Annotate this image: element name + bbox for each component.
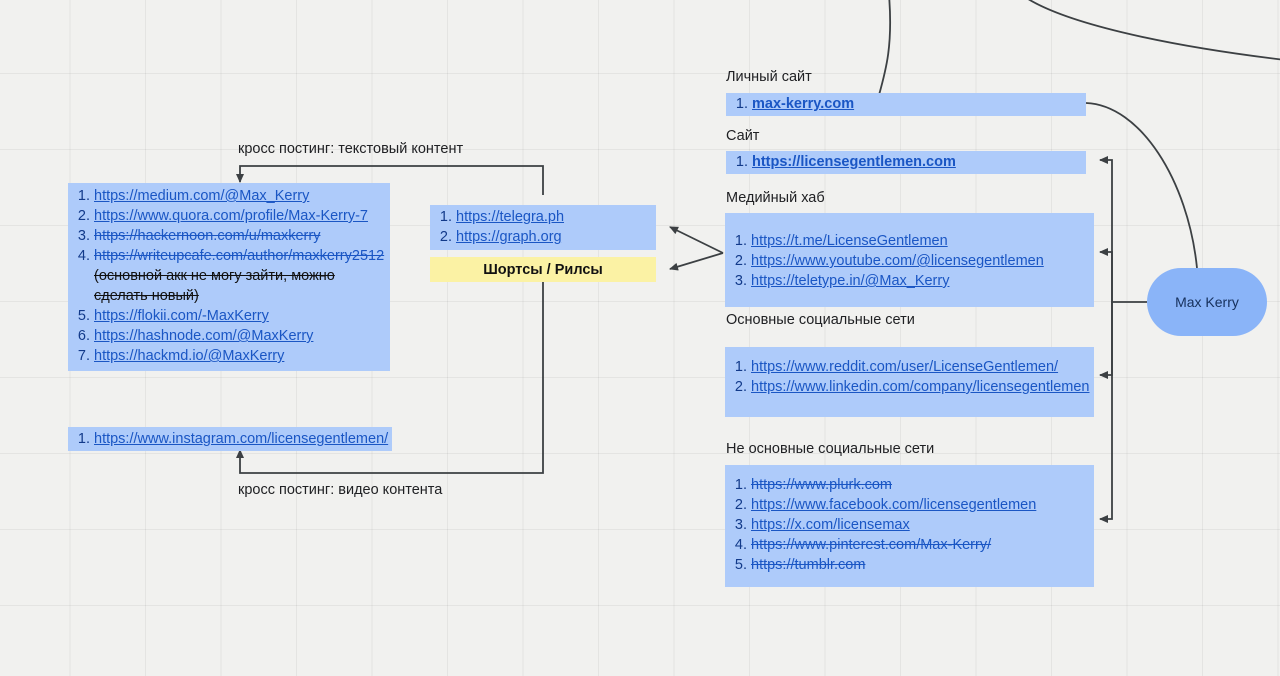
secondary-social-label: Не основные социальные сети	[726, 441, 935, 457]
personal-site-box[interactable]: max-kerry.com	[726, 93, 1086, 116]
list-item[interactable]: https://www.quora.com/profile/Max-Kerry-…	[94, 206, 390, 226]
list-item[interactable]: https://www.plurk.com	[751, 475, 1094, 495]
media-hub-list: https://t.me/LicenseGentlemen https://ww…	[725, 231, 1094, 291]
media-hub-label: Медийный хаб	[726, 190, 825, 206]
edge-mediahub-to-shorts	[669, 252, 724, 271]
edge-node-to-mediahub	[1099, 248, 1113, 302]
link-pinterest[interactable]: https://www.pinterest.com/Max-Kerry/	[751, 537, 992, 553]
link-quora[interactable]: https://www.quora.com/profile/Max-Kerry-…	[94, 208, 368, 224]
list-item[interactable]: https://tumblr.com	[751, 555, 1094, 575]
main-social-label: Основные социальные сети	[726, 312, 915, 328]
edge-personal-site-to-node	[1085, 102, 1198, 269]
list-item[interactable]: https://www.instagram.com/licensegentlem…	[94, 429, 392, 449]
site-box[interactable]: https://licensegentlemen.com	[726, 151, 1086, 174]
link-reddit[interactable]: https://www.reddit.com/user/LicenseGentl…	[751, 359, 1059, 375]
edge-top-left-curve	[878, 0, 892, 96]
instagram-box[interactable]: https://www.instagram.com/licensegentlem…	[68, 427, 392, 451]
shorts-reels-box[interactable]: Шортсы / Рилсы	[430, 257, 656, 282]
link-instagram[interactable]: https://www.instagram.com/licensegentlem…	[94, 431, 389, 447]
list-item[interactable]: https://x.com/licensemax	[751, 515, 1094, 535]
link-facebook[interactable]: https://www.facebook.com/licensegentleme…	[751, 497, 1037, 513]
link-medium[interactable]: https://medium.com/@Max_Kerry	[94, 188, 310, 204]
link-linkedin[interactable]: https://www.linkedin.com/company/license…	[751, 379, 1090, 395]
writeupcafe-note: (основной акк не могу зайти, можно сдела…	[94, 268, 335, 304]
media-hub-box[interactable]: https://t.me/LicenseGentlemen https://ww…	[725, 213, 1094, 307]
edge-node-to-main-social	[1099, 302, 1113, 379]
list-item[interactable]: https://hackernoon.com/u/maxkerry	[94, 226, 390, 246]
instagram-list: https://www.instagram.com/licensegentlem…	[68, 429, 392, 449]
link-plurk[interactable]: https://www.plurk.com	[751, 477, 893, 493]
site-label: Сайт	[726, 128, 760, 144]
list-item[interactable]: https://licensegentlemen.com	[752, 152, 1086, 172]
link-flokii[interactable]: https://flokii.com/-MaxKerry	[94, 308, 269, 324]
edge-top-right-curve	[1028, 0, 1280, 61]
link-max-kerry-com[interactable]: max-kerry.com	[752, 96, 855, 112]
text-platforms-list: https://medium.com/@Max_Kerry https://ww…	[68, 186, 390, 366]
root-node-label: Max Kerry	[1175, 294, 1239, 310]
personal-site-list: max-kerry.com	[726, 94, 1086, 114]
link-hackernoon[interactable]: https://hackernoon.com/u/maxkerry	[94, 228, 321, 244]
site-list: https://licensegentlemen.com	[726, 152, 1086, 172]
link-telegram-channel[interactable]: https://t.me/LicenseGentlemen	[751, 233, 948, 249]
link-teletype[interactable]: https://teletype.in/@Max_Kerry	[751, 273, 950, 289]
edge-node-to-secondary-social	[1099, 302, 1113, 523]
list-item[interactable]: https://www.facebook.com/licensegentleme…	[751, 495, 1094, 515]
link-x-twitter[interactable]: https://x.com/licensemax	[751, 517, 910, 533]
link-tumblr[interactable]: https://tumblr.com	[751, 557, 866, 573]
link-youtube[interactable]: https://www.youtube.com/@licensegentleme…	[751, 253, 1044, 269]
root-node-max-kerry[interactable]: Max Kerry	[1147, 268, 1267, 336]
list-item[interactable]: https://graph.org	[456, 227, 656, 247]
list-item[interactable]: https://medium.com/@Max_Kerry	[94, 186, 390, 206]
edge-mediahub-to-article-hosts	[669, 226, 724, 254]
list-item[interactable]: https://www.pinterest.com/Max-Kerry/	[751, 535, 1094, 555]
edge-label-text-crosspost: кросс постинг: текстовый контент	[238, 141, 464, 157]
list-item[interactable]: https://hackmd.io/@MaxKerry	[94, 346, 390, 366]
shorts-reels-label: Шортсы / Рилсы	[483, 261, 603, 278]
personal-site-label: Личный сайт	[726, 69, 812, 85]
text-platforms-box[interactable]: https://medium.com/@Max_Kerry https://ww…	[68, 183, 390, 371]
secondary-social-box[interactable]: https://www.plurk.com https://www.facebo…	[725, 465, 1094, 587]
list-item[interactable]: https://writeupcafe.com/author/maxkerry2…	[94, 246, 390, 306]
list-item[interactable]: max-kerry.com	[752, 94, 1086, 114]
link-hackmd[interactable]: https://hackmd.io/@MaxKerry	[94, 348, 285, 364]
link-graphorg[interactable]: https://graph.org	[456, 229, 562, 245]
list-item[interactable]: https://t.me/LicenseGentlemen	[751, 231, 1094, 251]
link-hashnode[interactable]: https://hashnode.com/@MaxKerry	[94, 328, 314, 344]
list-item[interactable]: https://www.linkedin.com/company/license…	[751, 377, 1094, 397]
link-writeupcafe[interactable]: https://writeupcafe.com/author/maxkerry2…	[94, 248, 385, 264]
edge-node-to-site	[1099, 156, 1147, 303]
main-social-box[interactable]: https://www.reddit.com/user/LicenseGentl…	[725, 347, 1094, 417]
list-item[interactable]: https://hashnode.com/@MaxKerry	[94, 326, 390, 346]
list-item[interactable]: https://www.youtube.com/@licensegentleme…	[751, 251, 1094, 271]
article-hosts-list: https://telegra.ph https://graph.org	[430, 207, 656, 247]
article-hosts-box[interactable]: https://telegra.ph https://graph.org	[430, 205, 656, 250]
secondary-social-list: https://www.plurk.com https://www.facebo…	[725, 475, 1094, 575]
link-telegraph[interactable]: https://telegra.ph	[456, 209, 565, 225]
main-social-list: https://www.reddit.com/user/LicenseGentl…	[725, 357, 1094, 397]
list-item[interactable]: https://flokii.com/-MaxKerry	[94, 306, 390, 326]
link-licensegentlemen[interactable]: https://licensegentlemen.com	[752, 154, 956, 170]
edge-label-video-crosspost: кросс постинг: видео контента	[238, 482, 443, 498]
list-item[interactable]: https://teletype.in/@Max_Kerry	[751, 271, 1094, 291]
list-item[interactable]: https://www.reddit.com/user/LicenseGentl…	[751, 357, 1094, 377]
list-item[interactable]: https://telegra.ph	[456, 207, 656, 227]
